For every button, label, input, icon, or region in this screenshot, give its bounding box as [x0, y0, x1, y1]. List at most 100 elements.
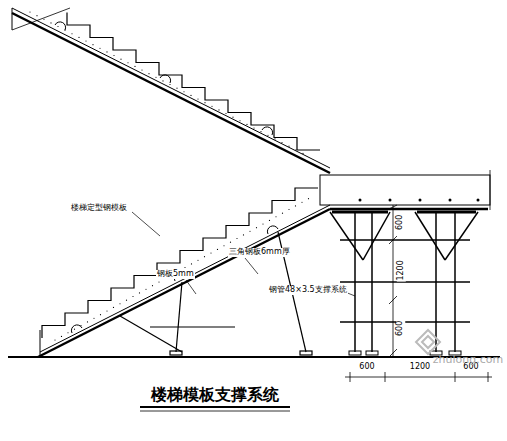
- concrete-stipple: [78, 37, 79, 38]
- concrete-stipple: [64, 30, 65, 31]
- concrete-stipple: [295, 149, 296, 150]
- concrete-stipple: [134, 66, 135, 67]
- concrete-stipple: [148, 73, 149, 74]
- dimension-text: 600: [358, 363, 375, 372]
- concrete-stipple: [119, 303, 120, 304]
- rebar-dots: [359, 199, 480, 202]
- concrete-stipple: [262, 223, 263, 224]
- concrete-stipple: [126, 300, 127, 301]
- drawing-title: 楼梯模板支撑系统: [151, 386, 279, 404]
- title-underline: [140, 406, 290, 408]
- concrete-stipple: [253, 127, 254, 128]
- concrete-stipple: [302, 153, 303, 154]
- concrete-stipple: [54, 339, 55, 340]
- concrete-stipple: [85, 40, 86, 41]
- lower-flight-steps: [42, 188, 318, 338]
- leader-lines: [132, 212, 355, 296]
- part-label: 钢管48×3.5支撑系统: [268, 286, 348, 295]
- concrete-stipple: [267, 135, 268, 136]
- dimension-text: 1200: [409, 363, 431, 372]
- concrete-stipple: [43, 19, 44, 20]
- concrete-stipple: [99, 48, 100, 49]
- concrete-stipple: [169, 84, 170, 85]
- concrete-stipple: [301, 202, 302, 203]
- ground-line: [8, 356, 500, 358]
- landing-formwork: [330, 208, 488, 211]
- concrete-stipple: [230, 242, 231, 243]
- concrete-stipple: [74, 329, 75, 330]
- concrete-stipple: [132, 296, 133, 297]
- concrete-stipple: [239, 120, 240, 121]
- concrete-stipple: [92, 44, 93, 45]
- concrete-stipple: [295, 205, 296, 206]
- concrete-stipple: [93, 318, 94, 319]
- concrete-stipple: [260, 131, 261, 132]
- horizontal-dimension: [345, 372, 492, 382]
- concrete-stipple: [71, 33, 72, 34]
- dimension-text: 600: [397, 213, 406, 230]
- concrete-stipple: [256, 227, 257, 228]
- concrete-stipple: [127, 62, 128, 63]
- concrete-stipple: [274, 138, 275, 139]
- concrete-stipple: [106, 51, 107, 52]
- bolt-symbols: [55, 22, 278, 333]
- concrete-stipple: [197, 260, 198, 261]
- concrete-stipple: [249, 231, 250, 232]
- concrete-stipple: [184, 267, 185, 268]
- concrete-stipple: [29, 11, 30, 12]
- upper-flight-soffit: [12, 8, 330, 168]
- dimension-text: 600: [397, 319, 406, 336]
- watermark: zhulong.com: [432, 354, 504, 366]
- concrete-stipple: [282, 213, 283, 214]
- concrete-stipple: [246, 124, 247, 125]
- concrete-stipple: [120, 59, 121, 60]
- concrete-stipple: [211, 106, 212, 107]
- lower-flight-formwork: [38, 209, 330, 357]
- concrete-stipple: [281, 142, 282, 143]
- concrete-stipple: [223, 245, 224, 246]
- concrete-stipple: [141, 69, 142, 70]
- concrete-stipple: [36, 15, 37, 16]
- concrete-stipple: [158, 281, 159, 282]
- concrete-stipple: [139, 292, 140, 293]
- concrete-stipple: [275, 216, 276, 217]
- part-label: 钢板5mm: [156, 270, 195, 279]
- concrete-stipple: [243, 234, 244, 235]
- lower-flight-soffit: [40, 205, 330, 352]
- dimension-text: 1200: [397, 259, 406, 281]
- concrete-stipple: [308, 198, 309, 199]
- concrete-stipple: [145, 289, 146, 290]
- concrete-stipple: [50, 22, 51, 23]
- concrete-stipple: [197, 98, 198, 99]
- concrete-stipple: [191, 263, 192, 264]
- title-underline: [140, 411, 290, 412]
- concrete-stipple: [236, 238, 237, 239]
- break-line: [490, 170, 491, 210]
- upper-flight-steps: [67, 13, 320, 151]
- concrete-stipple: [204, 102, 205, 103]
- concrete-stipple: [106, 310, 107, 311]
- concrete-stipple: [183, 91, 184, 92]
- concrete-stipple: [204, 256, 205, 257]
- concrete-stipple: [87, 321, 88, 322]
- part-label: 楼梯定型钢模板: [70, 204, 128, 213]
- concrete-stipple: [269, 220, 270, 221]
- concrete-stipple: [57, 26, 58, 27]
- upper-flight-end: [12, 8, 13, 30]
- concrete-stipple: [61, 336, 62, 337]
- lower-flight-end: [40, 330, 41, 357]
- steel-tube-scaffold: [330, 212, 478, 355]
- concrete-stipple: [67, 332, 68, 333]
- concrete-stipple: [217, 249, 218, 250]
- concrete-stipple: [232, 117, 233, 118]
- upper-flight-formwork: [12, 13, 330, 173]
- concrete-stipple: [113, 307, 114, 308]
- concrete-stipple: [210, 252, 211, 253]
- concrete-stipple: [155, 77, 156, 78]
- upper-flight-section: [12, 8, 70, 30]
- concrete-stipple: [162, 80, 163, 81]
- concrete-stipple: [288, 209, 289, 210]
- concrete-stipple: [176, 88, 177, 89]
